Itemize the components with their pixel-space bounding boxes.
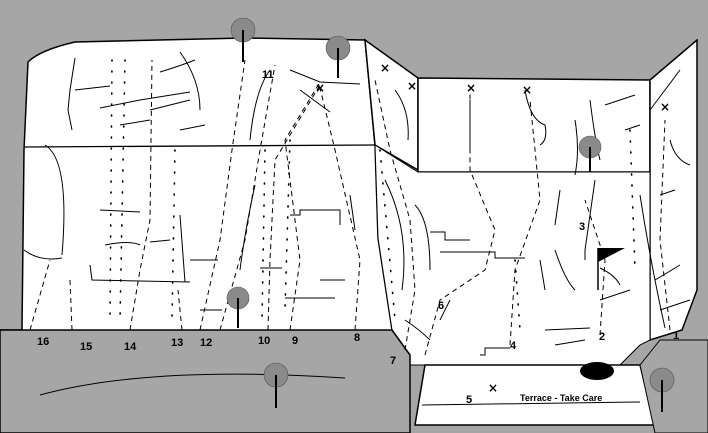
cross-mark-icon: × <box>522 83 532 97</box>
cross-mark-icon: × <box>407 79 417 93</box>
route-number-16: 16 <box>37 336 49 348</box>
route-number-6: 6 <box>438 300 444 312</box>
cross-mark-icon: × <box>380 61 390 75</box>
hole-icon <box>580 362 614 380</box>
terrace-label: Terrace - Take Care <box>520 393 602 403</box>
route-number-3: 3 <box>579 221 585 233</box>
cross-mark-icon: × <box>466 81 476 95</box>
route-number-14: 14 <box>124 341 137 353</box>
route-number-10: 10 <box>258 335 270 347</box>
cross-mark-icon: × <box>315 81 325 95</box>
route-number-11: 11 <box>262 69 274 81</box>
route-number-1: 1 <box>673 330 679 342</box>
route-number-7: 7 <box>390 355 396 367</box>
cross-mark-icon: × <box>660 100 670 114</box>
left-rock-face <box>0 38 410 365</box>
cross-mark-icon: × <box>488 381 498 395</box>
route-number-15: 15 <box>80 341 92 353</box>
route-number-12: 12 <box>200 337 212 349</box>
route-number-9: 9 <box>292 335 298 347</box>
route-number-2: 2 <box>599 331 605 343</box>
route-number-13: 13 <box>171 337 183 349</box>
top-right-block <box>418 78 650 172</box>
route-number-4: 4 <box>510 340 517 352</box>
route-number-8: 8 <box>354 332 360 344</box>
route-number-5: 5 <box>466 394 472 406</box>
